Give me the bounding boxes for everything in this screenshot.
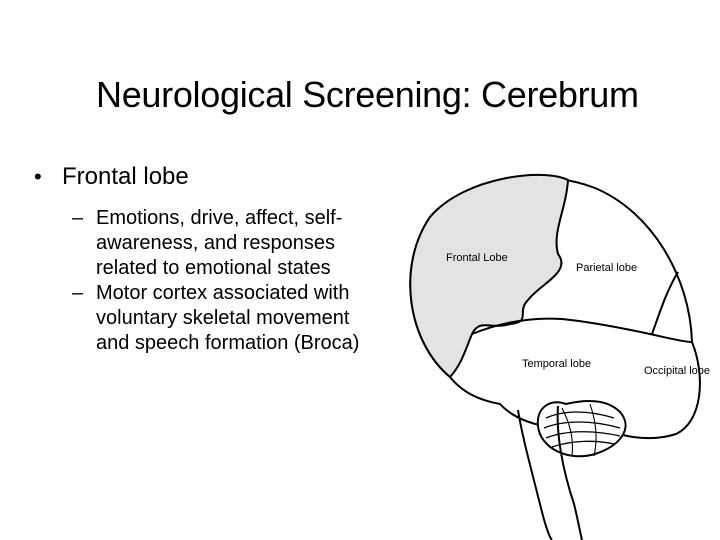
sub-bullet-list: – Emotions, drive, affect, self-awarenes… [72, 206, 374, 356]
sub-bullet-text: Motor cortex associated with voluntary s… [96, 282, 360, 354]
bullet-marker: • [34, 164, 42, 189]
label-temporal-lobe: Temporal lobe [522, 358, 591, 370]
label-parietal-lobe: Parietal lobe [576, 262, 637, 274]
cerebellum-fold [543, 421, 621, 429]
cerebellum [536, 400, 627, 458]
bullet-text: Frontal lobe [62, 163, 189, 190]
cerebellum-fold [545, 431, 621, 439]
cerebellum-fold [589, 403, 597, 457]
lateral-sulcus [471, 317, 693, 343]
slide-title: Neurological Screening: Cerebrum [96, 74, 639, 115]
bullet-list: • Frontal lobe – Emotions, drive, affect… [34, 160, 374, 356]
frontal-lobe-region [409, 173, 570, 379]
parieto-occipital-sulcus [651, 271, 679, 335]
sub-bullet-emotions: – Emotions, drive, affect, self-awarenes… [72, 206, 374, 281]
sub-bullet-motor-cortex: – Motor cortex associated with voluntary… [72, 281, 374, 356]
sub-bullet-text: Emotions, drive, affect, self-awareness,… [96, 207, 343, 279]
sub-bullet-marker: – [72, 207, 84, 229]
cerebellum-fold [561, 407, 574, 457]
sub-bullet-marker: – [72, 282, 84, 304]
brain-diagram-svg: Frontal Lobe Parietal lobe Temporal lobe… [409, 173, 710, 540]
bullet-frontal-lobe: • Frontal lobe [34, 160, 374, 194]
brainstem [556, 405, 583, 540]
brainstem [517, 409, 553, 540]
cerebellum-fold [545, 411, 615, 419]
cerebellum-fold [551, 440, 615, 448]
label-frontal-lobe: Frontal Lobe [446, 252, 508, 264]
label-occipital-lobe: Occipital lobe [644, 365, 710, 377]
brain-diagram: Frontal Lobe Parietal lobe Temporal lobe… [390, 172, 720, 540]
